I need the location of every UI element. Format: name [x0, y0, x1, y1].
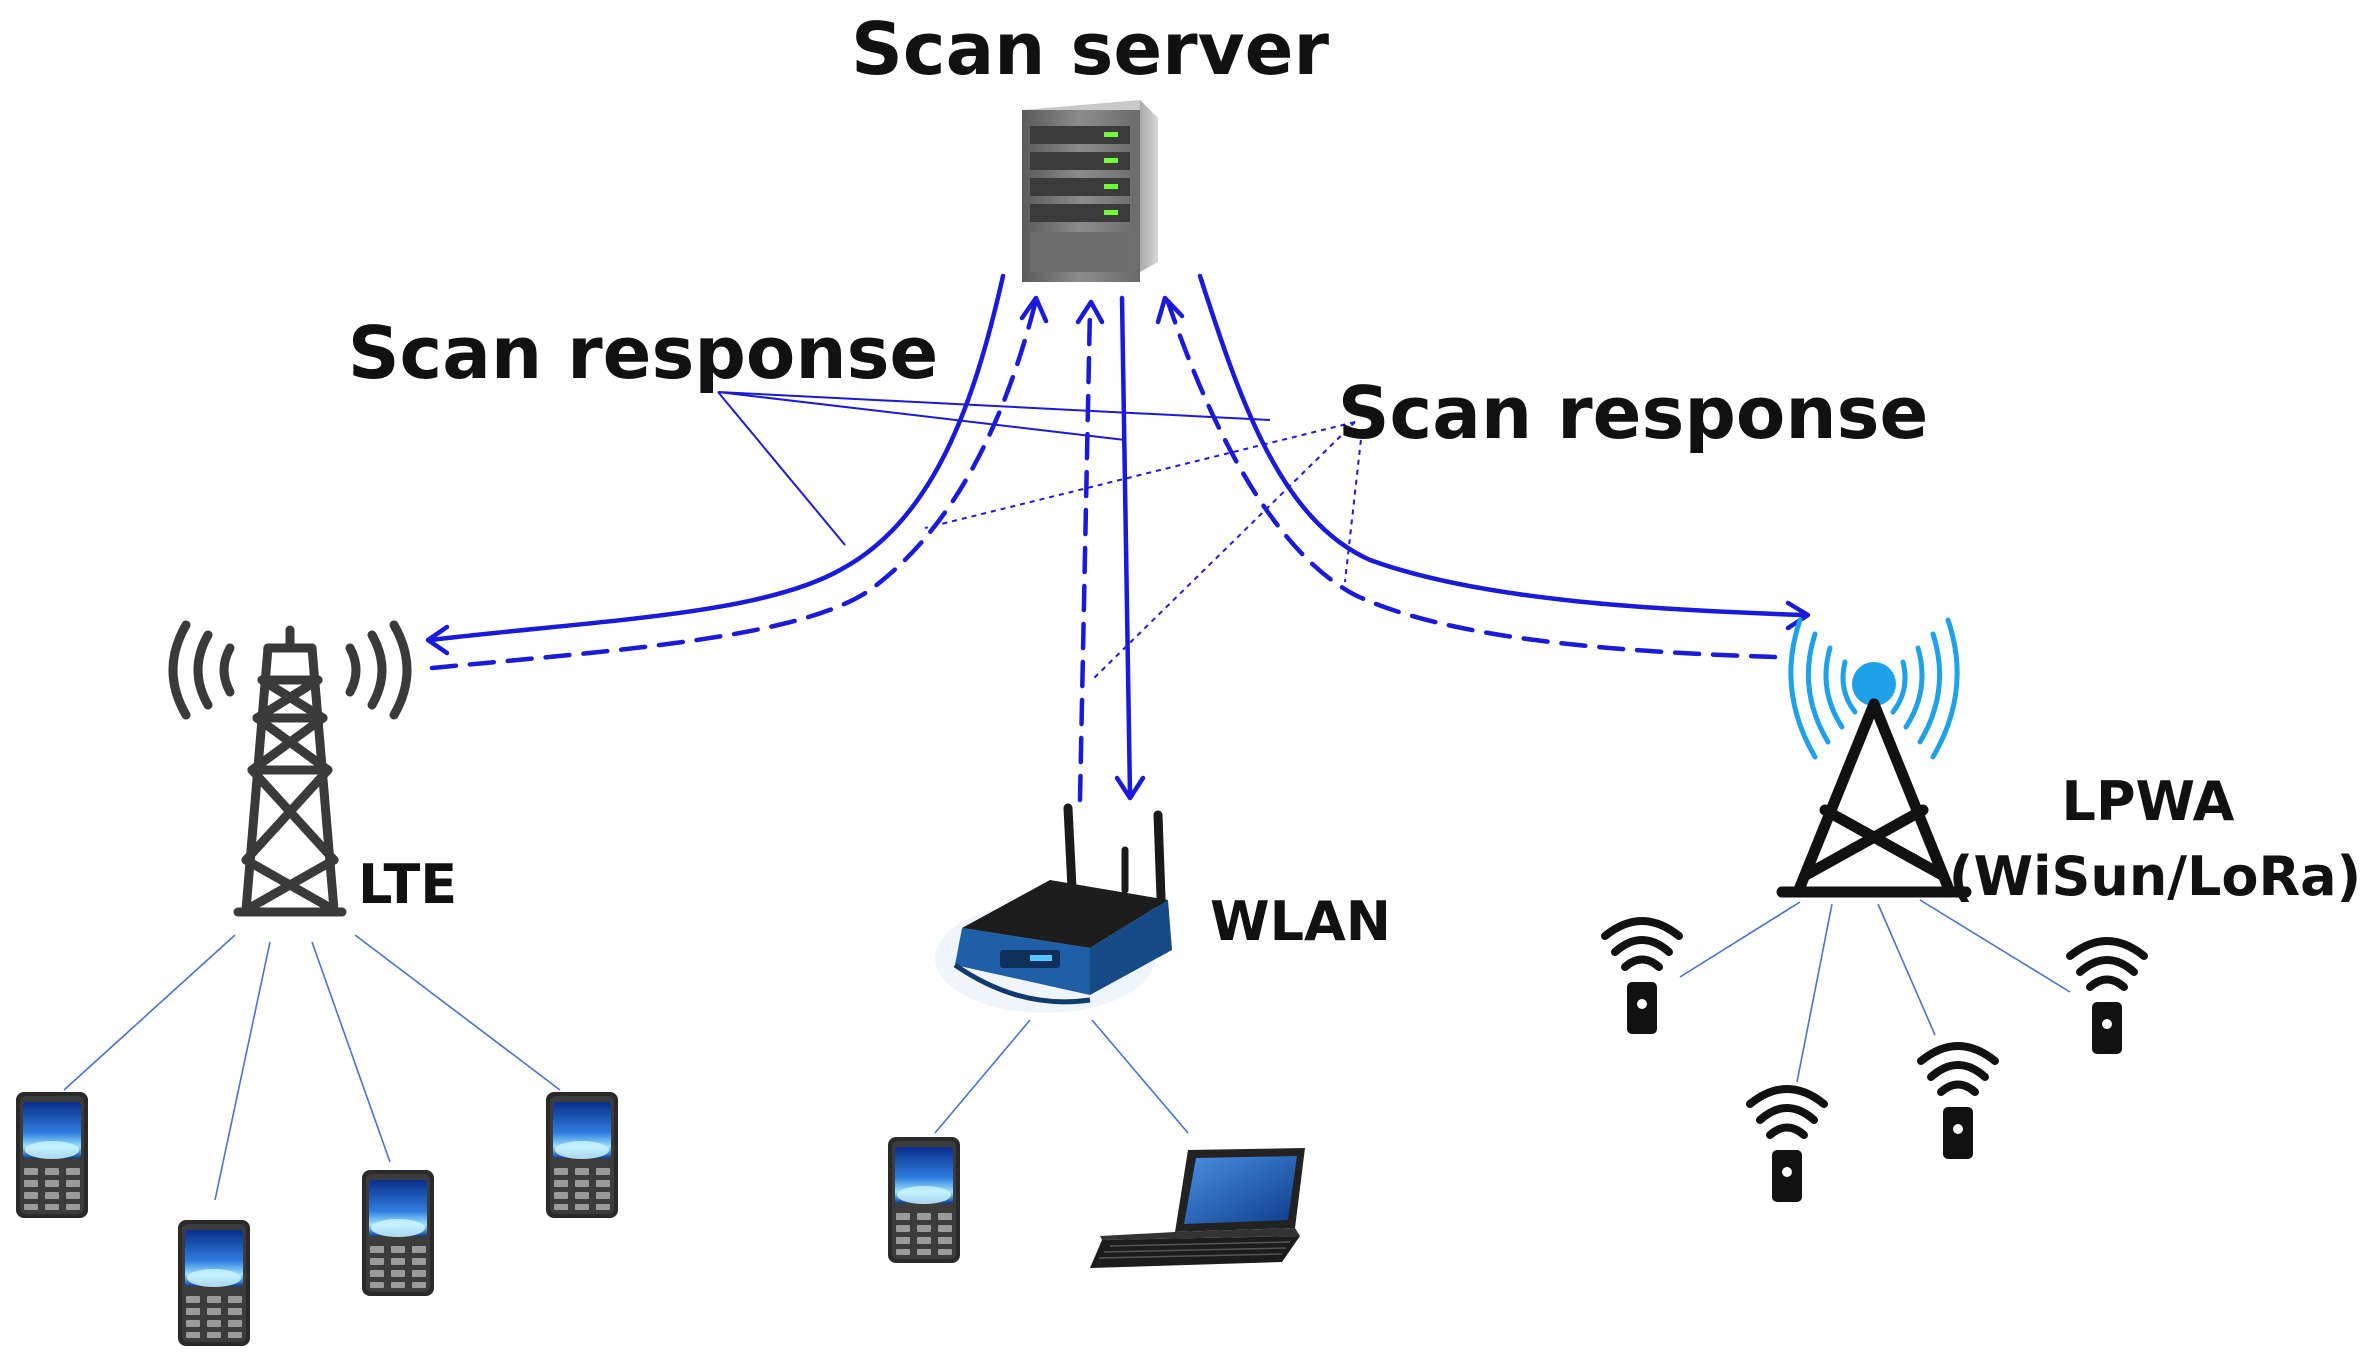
wlan-label: WLAN	[1210, 890, 1391, 953]
device-links	[63, 899, 2071, 1201]
laptop-icon	[1090, 1148, 1305, 1268]
wireless-sensor-icon	[1605, 921, 1679, 1034]
mobile-phone-icon	[546, 1092, 618, 1218]
wireless-sensor-icon	[2070, 941, 2144, 1054]
lpwa-protocol-label: (WiSun/LoRa)	[1949, 845, 2361, 908]
scan-response-label-left: Scan response	[348, 311, 939, 395]
lpwa-label: LPWA	[2062, 770, 2235, 833]
scan-response-label-right: Scan response	[1338, 371, 1929, 455]
server-label: Scan server	[851, 7, 1329, 91]
arrow-response-wlan	[1077, 305, 1093, 803]
radio-tower-icon	[1776, 617, 1972, 898]
mobile-phone-icon	[888, 1137, 960, 1263]
wireless-sensor-icon	[1750, 1089, 1824, 1202]
arrow-request-lpwa	[1197, 273, 1808, 618]
wifi-router-icon	[935, 803, 1172, 1013]
mobile-phone-icon	[178, 1220, 250, 1346]
wireless-sensor-icon	[1921, 1046, 1995, 1159]
scan-arrows	[425, 273, 1811, 803]
server-icon	[1022, 100, 1158, 282]
arrow-response-lpwa	[1165, 299, 1778, 660]
callout-lines-right	[924, 421, 1363, 681]
mobile-phone-icon	[16, 1092, 88, 1218]
arrow-request-lte	[427, 273, 1006, 643]
cell-tower-icon	[168, 620, 412, 917]
callout-lines-left	[717, 391, 1271, 546]
mobile-phone-icon	[362, 1170, 434, 1296]
lte-label: LTE	[358, 853, 457, 916]
arrow-response-lte	[429, 301, 1038, 671]
arrow-request-wlan	[1119, 295, 1133, 798]
